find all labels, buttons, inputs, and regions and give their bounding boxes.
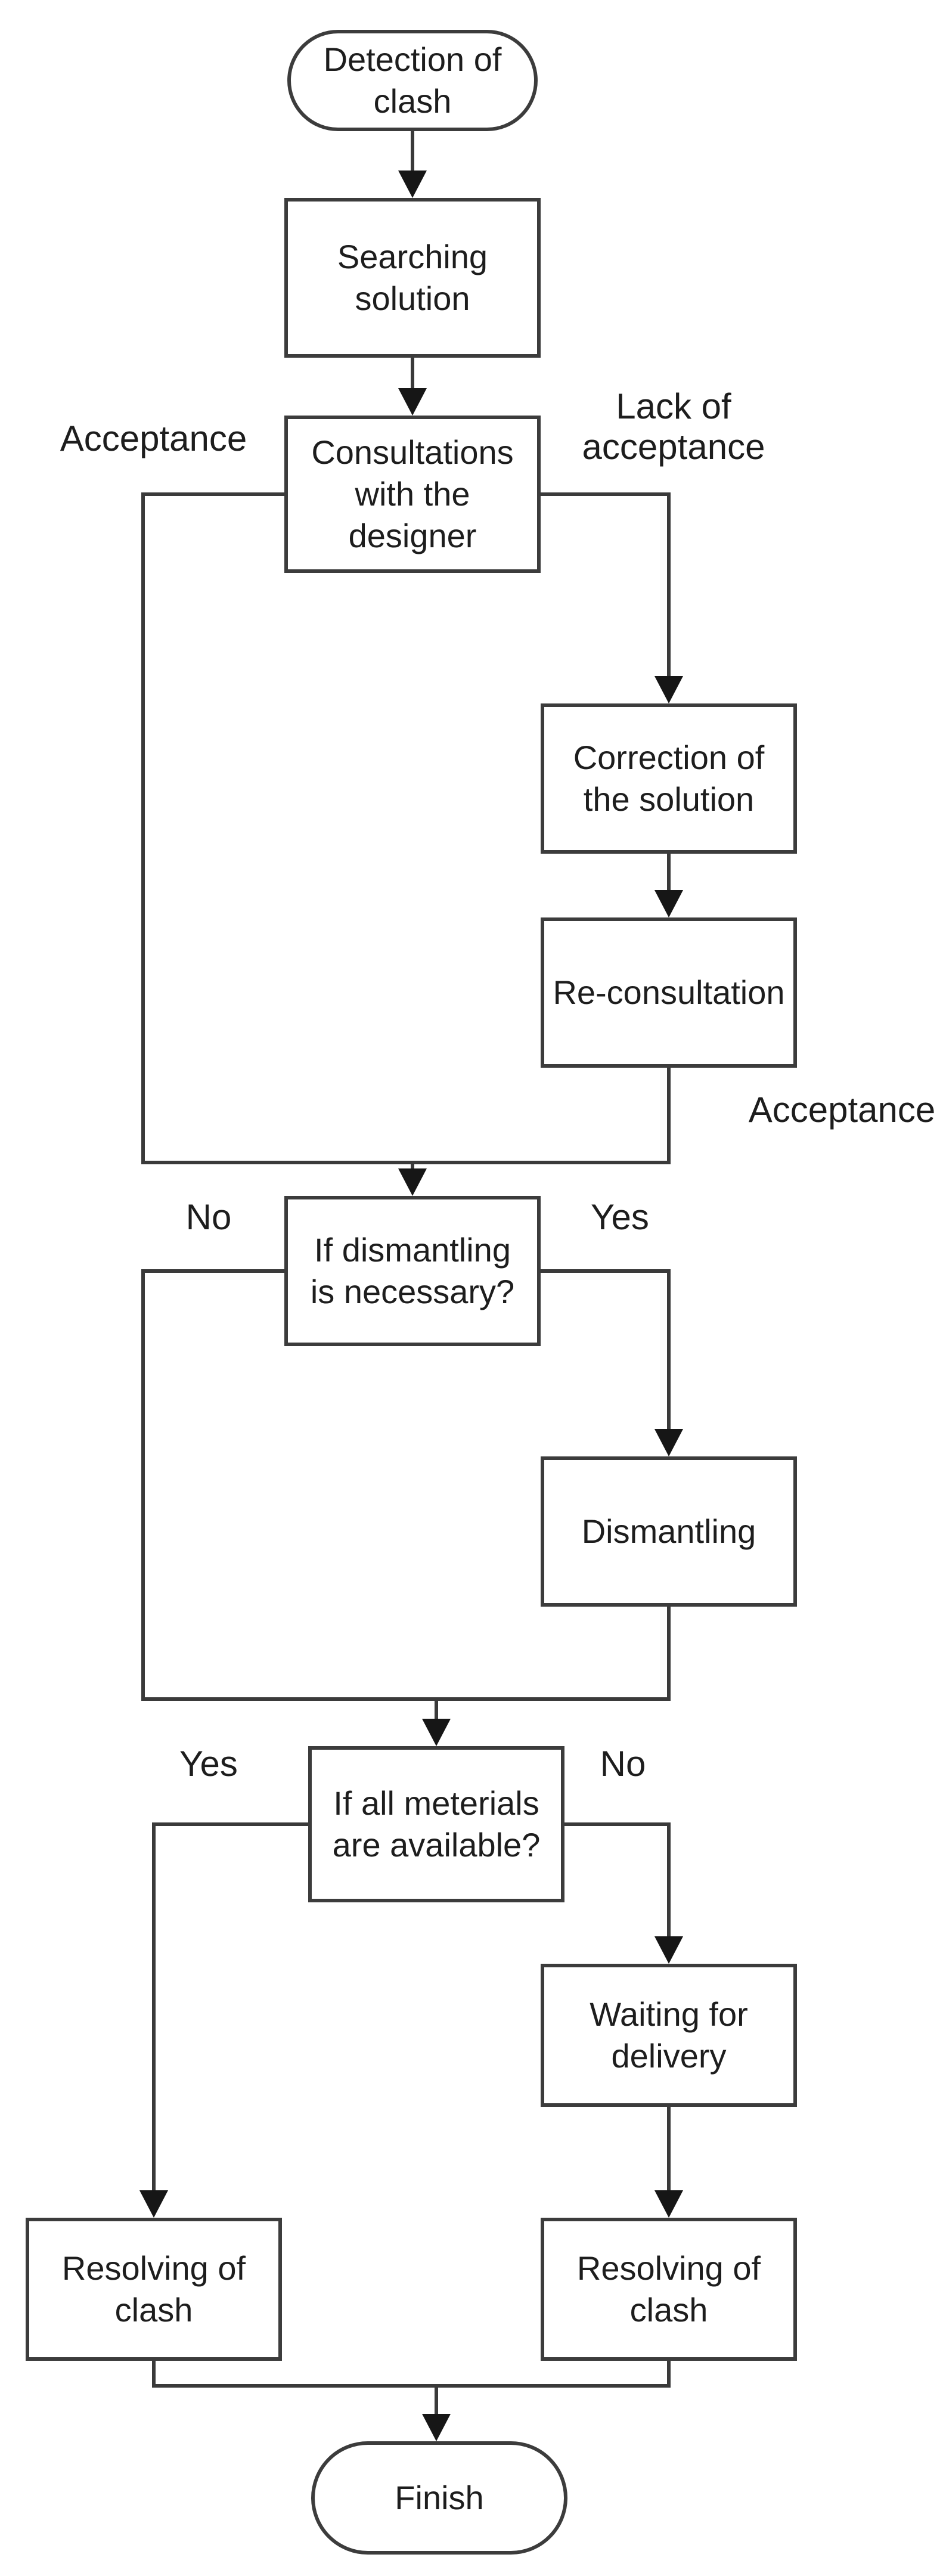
arrowhead-into-correction	[654, 676, 683, 703]
edge-merge-arrow-shaft-materials	[435, 1697, 438, 1721]
arrowhead-into-finish	[422, 2414, 451, 2441]
node-label: Finish	[395, 2479, 484, 2516]
edge-materials-yes-horizontal	[152, 1822, 312, 1826]
edge-waiting-to-resolving	[667, 2107, 671, 2194]
arrowhead-into-resolving-left	[139, 2190, 168, 2218]
arrowhead-into-searching	[398, 171, 427, 198]
node-dismantling: Dismantling	[541, 1456, 797, 1607]
arrowhead-into-dismantling	[654, 1429, 683, 1456]
node-label: If all meterials are available?	[332, 1784, 541, 1864]
edge-label-dismantling-yes: Yes	[591, 1197, 649, 1237]
node-resolving-of-clash-right: Resolving of clash	[541, 2218, 797, 2361]
edge-correction-to-reconsultation	[667, 854, 671, 892]
node-finish: Finish	[311, 2441, 567, 2555]
node-resolving-of-clash-left: Resolving of clash	[26, 2218, 282, 2361]
edge-label-materials-yes: Yes	[179, 1744, 238, 1784]
node-detection-of-clash: Detection of clash	[287, 30, 538, 131]
arrowhead-into-materials-decision	[422, 1719, 451, 1746]
node-if-dismantling-necessary: If dismantling is necessary?	[284, 1196, 541, 1346]
node-label: Resolving of clash	[576, 2249, 761, 2329]
edge-dismantling-out-vertical	[667, 1607, 671, 1701]
edge-consultations-lack-horizontal	[537, 492, 671, 496]
edge-merge-arrow-shaft-dismantling	[411, 1161, 414, 1171]
node-label: Consultations with the designer	[311, 433, 514, 554]
node-label: Re-consultation	[553, 974, 785, 1011]
edge-label-dismantling-no: No	[185, 1197, 232, 1237]
edge-resolving-right-out	[667, 2361, 671, 2388]
arrowhead-into-dismantling-decision	[398, 1168, 427, 1196]
edge-label-lack-of-acceptance: Lack of acceptance	[582, 386, 765, 467]
node-if-all-materials-available: If all meterials are available?	[308, 1746, 564, 1902]
arrowhead-into-reconsultation	[654, 890, 683, 917]
edge-yes-to-dismantling	[667, 1269, 671, 1433]
arrowhead-into-waiting	[654, 1936, 683, 1964]
edge-no-to-waiting	[667, 1822, 671, 1939]
edge-materials-yes-rail	[152, 1822, 156, 2193]
edge-detection-to-searching	[411, 131, 414, 173]
edge-lack-to-correction	[667, 492, 671, 678]
arrowhead-into-consultations	[398, 388, 427, 416]
node-waiting-for-delivery: Waiting for delivery	[541, 1964, 797, 2107]
node-label: Correction of the solution	[573, 739, 765, 818]
edge-label-acceptance-left: Acceptance	[60, 419, 247, 458]
node-consultations-with-designer: Consultations with the designer	[284, 416, 541, 573]
node-correction-of-solution: Correction of the solution	[541, 703, 797, 854]
node-label: Searching solution	[337, 238, 488, 317]
arrowhead-into-resolving-right	[654, 2190, 683, 2218]
edge-searching-to-consultations	[411, 358, 414, 390]
edge-merge-into-materials-decision	[141, 1697, 671, 1701]
node-re-consultation: Re-consultation	[541, 917, 797, 1068]
node-label: Waiting for delivery	[590, 1995, 748, 2075]
edge-dismantling-yes-horizontal	[537, 1269, 671, 1273]
edge-resolving-left-out	[152, 2361, 156, 2388]
edge-dismantling-no-rail	[141, 1269, 145, 1701]
edge-label-acceptance-return: Acceptance	[748, 1090, 936, 1130]
edge-label-materials-no: No	[600, 1744, 646, 1784]
edge-merge-arrow-shaft-finish	[435, 2384, 438, 2417]
node-label: If dismantling is necessary?	[310, 1231, 515, 1310]
edge-dismantling-no-horizontal	[141, 1269, 288, 1273]
edge-merge-into-finish	[152, 2384, 671, 2388]
node-label: Dismantling	[581, 1512, 756, 1550]
edge-reconsultation-return-vertical	[667, 1068, 671, 1164]
node-label: Resolving of clash	[61, 2249, 246, 2329]
node-searching-solution: Searching solution	[284, 198, 541, 358]
edge-consultations-acceptance-horizontal	[141, 492, 288, 496]
edge-acceptance-left-rail	[141, 492, 145, 1164]
edge-materials-no-horizontal	[561, 1822, 671, 1826]
edge-merge-into-dismantling-decision	[141, 1161, 671, 1164]
node-label: Detection of clash	[323, 41, 502, 120]
